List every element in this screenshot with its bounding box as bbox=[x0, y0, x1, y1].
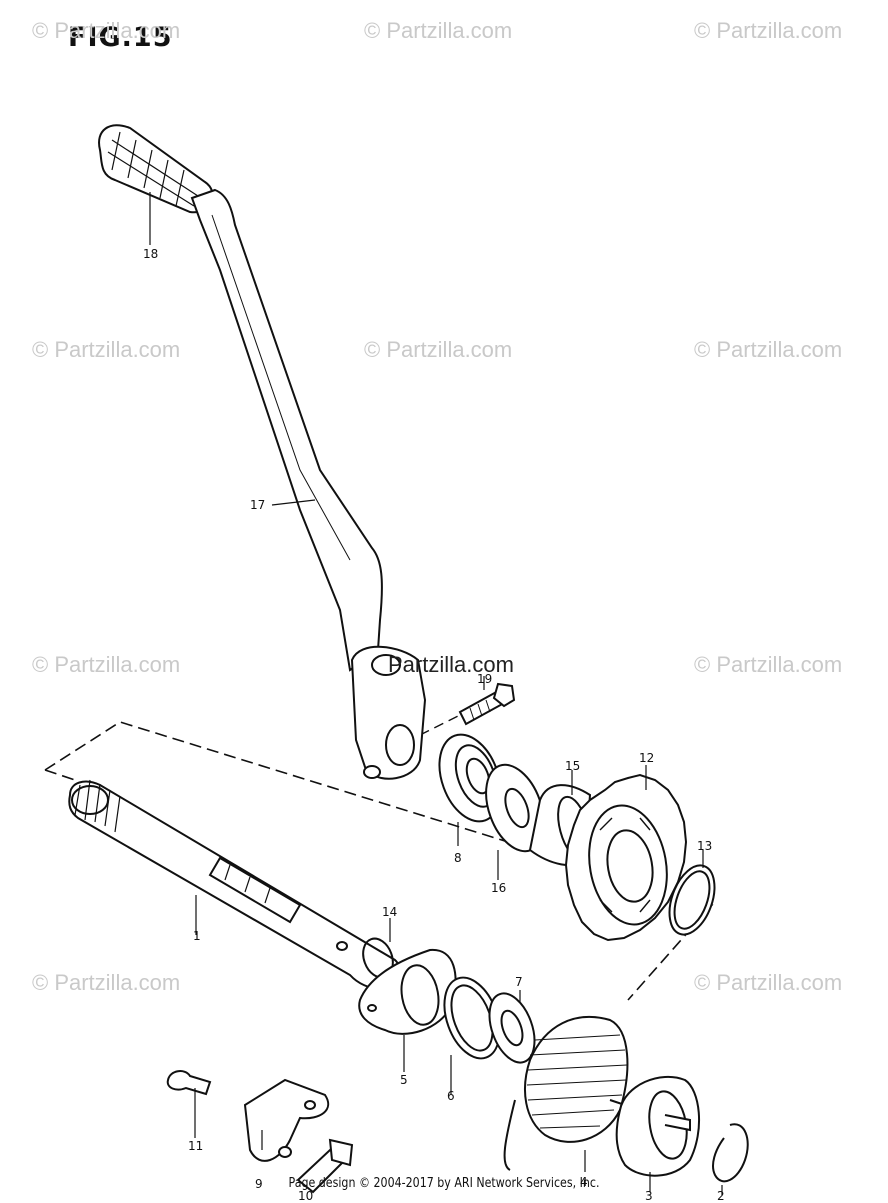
kick-shaft bbox=[68, 779, 401, 992]
callout-6: 6 bbox=[447, 1089, 455, 1103]
callout-12: 12 bbox=[639, 751, 655, 765]
callout-19: 19 bbox=[477, 672, 493, 686]
kick-gear bbox=[564, 773, 688, 942]
stopper-plate bbox=[243, 1078, 330, 1162]
callout-3: 3 bbox=[645, 1189, 653, 1203]
assembly-outline-left bbox=[44, 769, 76, 781]
watermark: © Partzilla.com bbox=[32, 337, 181, 362]
lever-to-gear-guide bbox=[419, 709, 471, 736]
callout-4: 4 bbox=[580, 1175, 588, 1189]
callout-7: 7 bbox=[515, 975, 523, 989]
figure-title: FIG.15 bbox=[68, 22, 173, 53]
watermark: © Partzilla.com bbox=[364, 337, 513, 362]
watermark: © Partzilla.com bbox=[694, 652, 843, 677]
footer-credit: Page design © 2004-2017 by ARI Network S… bbox=[288, 1176, 600, 1191]
callout-15: 15 bbox=[565, 759, 581, 773]
watermark: © Partzilla.com bbox=[364, 18, 513, 43]
callout-11: 11 bbox=[188, 1139, 204, 1153]
callout-2: 2 bbox=[717, 1189, 725, 1203]
callout-17: 17 bbox=[250, 498, 266, 512]
callout-1: 1 bbox=[193, 929, 201, 943]
watermark: © Partzilla.com bbox=[32, 970, 181, 995]
watermark-center: Partzilla.com bbox=[388, 652, 514, 677]
assembly-outline bbox=[44, 721, 714, 1001]
watermark: © Partzilla.com bbox=[32, 652, 181, 677]
callout-14: 14 bbox=[382, 905, 398, 919]
callout-18: 18 bbox=[143, 247, 159, 261]
callout-9: 9 bbox=[255, 1177, 263, 1191]
watermark: © Partzilla.com bbox=[694, 18, 843, 43]
guide-bolt-10 bbox=[296, 1138, 354, 1194]
watermark: © Partzilla.com bbox=[694, 337, 843, 362]
washer-7 bbox=[488, 992, 536, 1064]
watermark: © Partzilla.com bbox=[694, 970, 843, 995]
callout-5: 5 bbox=[400, 1073, 408, 1087]
snap-ring-2 bbox=[712, 1123, 749, 1183]
snap-ring-13 bbox=[668, 864, 716, 936]
callout-13: 13 bbox=[697, 839, 713, 853]
watermark: © Partzilla.com bbox=[32, 18, 181, 43]
callout-16: 16 bbox=[491, 881, 507, 895]
pin-11 bbox=[166, 1070, 212, 1096]
lever-hub bbox=[350, 645, 427, 780]
spring-cap bbox=[615, 1075, 701, 1177]
spring-guide bbox=[358, 948, 457, 1035]
clamp-bolt bbox=[458, 682, 516, 726]
callout-8: 8 bbox=[454, 851, 462, 865]
callout-10: 10 bbox=[298, 1189, 314, 1203]
kick-lever bbox=[190, 188, 383, 672]
